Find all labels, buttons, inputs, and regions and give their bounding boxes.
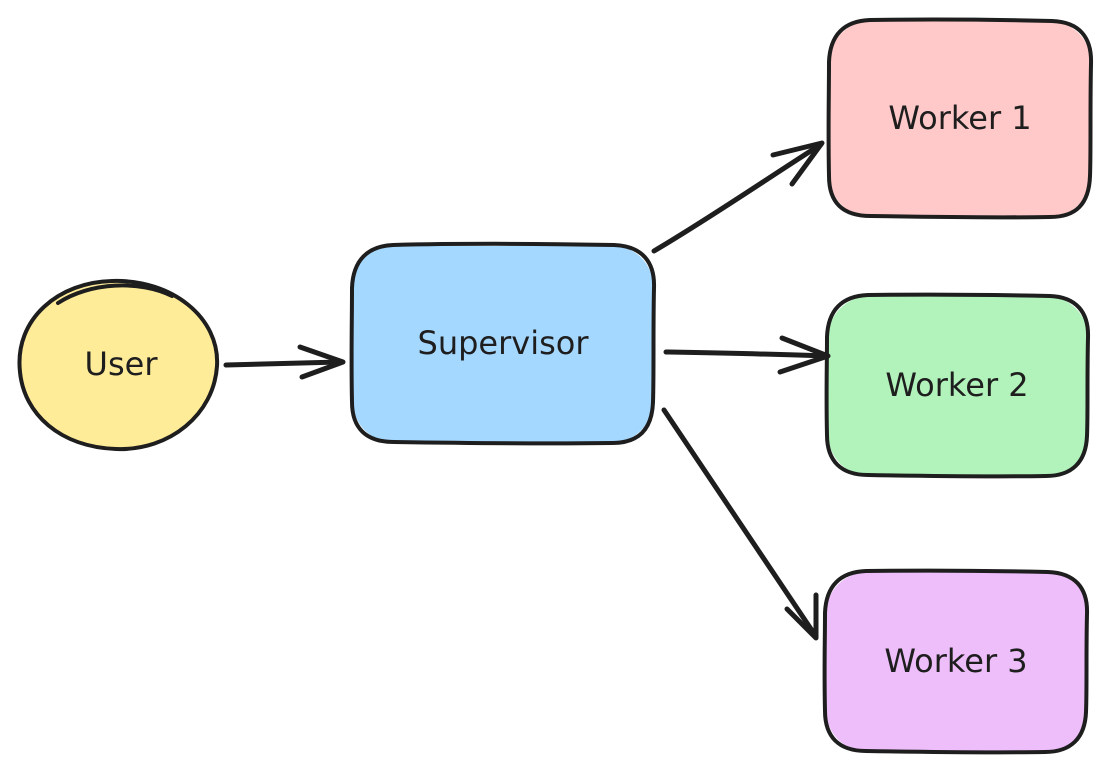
edge-supervisor-to-worker-2-line [663, 349, 829, 359]
worker-2-node[interactable]: Worker 2 [824, 292, 1091, 479]
edge-supervisor-to-worker-3-arrowhead [784, 592, 819, 641]
edge-supervisor-to-worker-1 [651, 140, 825, 254]
edge-supervisor-to-worker-2 [663, 335, 831, 375]
worker-3-node-fill [826, 572, 1088, 752]
supervisor-node-outline [349, 241, 657, 446]
edge-user-to-supervisor [223, 344, 346, 380]
supervisor-node-label: Supervisor [418, 324, 590, 362]
user-node-outline [17, 278, 220, 452]
edge-supervisor-to-worker-2-arrowhead [777, 335, 831, 375]
worker-2-node-label: Worker 2 [885, 366, 1028, 404]
user-node-fill [18, 281, 218, 449]
worker-1-node-outline [826, 17, 1094, 220]
supervisor-node-fill [353, 246, 653, 442]
worker-2-node-outline [824, 292, 1091, 479]
worker-3-node-label: Worker 3 [884, 642, 1027, 680]
worker-1-node-label: Worker 1 [888, 99, 1031, 137]
worker-1-node-fill [829, 21, 1091, 217]
worker-1-node[interactable]: Worker 1 [826, 17, 1094, 220]
user-node-label: User [85, 345, 159, 383]
worker-2-node-fill [828, 296, 1088, 476]
edge-user-to-supervisor-line [223, 359, 343, 368]
user-node-outline-overlap [56, 283, 174, 305]
edge-supervisor-to-worker-3 [661, 407, 819, 641]
user-node[interactable]: User [17, 278, 220, 452]
edge-supervisor-to-worker-3-line [661, 407, 818, 638]
edge-supervisor-to-worker-1-arrowhead [770, 140, 825, 187]
worker-3-node[interactable]: Worker 3 [822, 568, 1090, 755]
edge-user-to-supervisor-arrowhead [297, 344, 346, 380]
worker-3-node-outline [822, 568, 1090, 755]
edge-supervisor-to-worker-1-line [651, 142, 823, 254]
supervisor-node[interactable]: Supervisor [349, 241, 657, 446]
